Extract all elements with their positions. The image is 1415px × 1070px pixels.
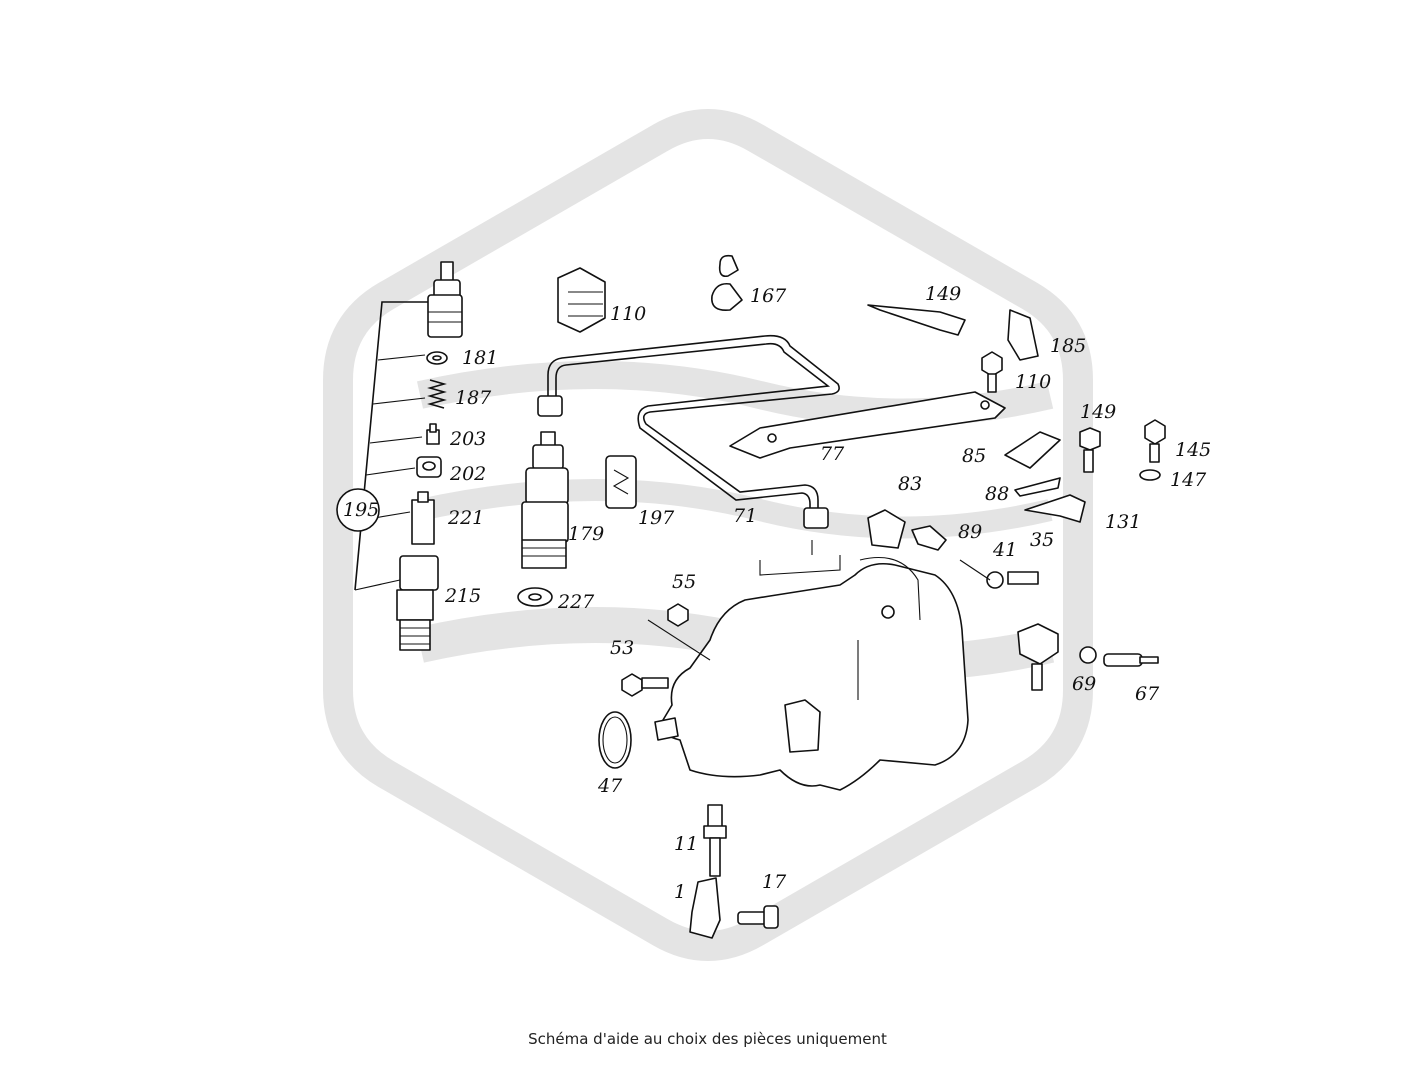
callout-149: 149 xyxy=(925,283,961,305)
callout-187: 187 xyxy=(455,387,492,409)
callout-227: 227 xyxy=(557,591,595,613)
injection-pump xyxy=(598,540,1159,791)
callout-11: 11 xyxy=(674,833,698,855)
support-bracket xyxy=(729,391,1006,459)
callout-89: 89 xyxy=(958,521,982,543)
callout-145: 145 xyxy=(1175,439,1211,461)
callout-197: 197 xyxy=(638,507,675,529)
callout-85: 85 xyxy=(962,445,986,467)
callout-195: 195 xyxy=(343,499,379,521)
right-hardware xyxy=(981,309,1166,523)
callout-221: 221 xyxy=(447,507,484,529)
bracket-line xyxy=(354,301,432,591)
part-167-clamp xyxy=(711,254,743,312)
callout-88: 88 xyxy=(985,483,1009,505)
callout-53: 53 xyxy=(610,637,634,659)
callout-17: 17 xyxy=(762,871,787,893)
callout-110: 110 xyxy=(610,303,646,325)
callout-35: 35 xyxy=(1030,529,1054,551)
callout-67: 67 xyxy=(1135,683,1160,705)
callout-69: 69 xyxy=(1072,673,1096,695)
callout-215: 215 xyxy=(444,585,481,607)
callout-55: 55 xyxy=(672,571,696,593)
callout-labels: 167 149 110 185 110 181 187 203 202 221 … xyxy=(343,283,1211,903)
diagram-caption: Schéma d'aide au choix des pièces unique… xyxy=(528,1030,887,1048)
callout-83: 83 xyxy=(898,473,922,495)
callout-202: 202 xyxy=(449,463,486,485)
injector-center xyxy=(517,431,637,607)
callout-1: 1 xyxy=(674,881,686,903)
nozzle-holder-assembly xyxy=(336,261,463,651)
callout-147: 147 xyxy=(1170,469,1207,491)
callout-167: 167 xyxy=(750,285,787,307)
callout-47: 47 xyxy=(597,775,623,797)
callout-149b: 149 xyxy=(1080,401,1116,423)
callout-185: 185 xyxy=(1050,335,1086,357)
callout-110b: 110 xyxy=(1015,371,1051,393)
watermark-hexagon xyxy=(323,109,1093,961)
callout-181: 181 xyxy=(462,347,498,369)
callout-77: 77 xyxy=(820,443,845,465)
part-110-clip xyxy=(557,267,606,333)
bottom-fittings xyxy=(689,804,779,939)
callout-179: 179 xyxy=(568,523,604,545)
callout-203: 203 xyxy=(449,428,486,450)
callout-41: 41 xyxy=(992,539,1017,561)
part-89-bracket xyxy=(867,509,1039,589)
injection-pipe xyxy=(537,334,840,529)
part-149-bracket xyxy=(867,304,966,336)
callout-71: 71 xyxy=(733,505,757,527)
callout-131: 131 xyxy=(1105,511,1141,533)
